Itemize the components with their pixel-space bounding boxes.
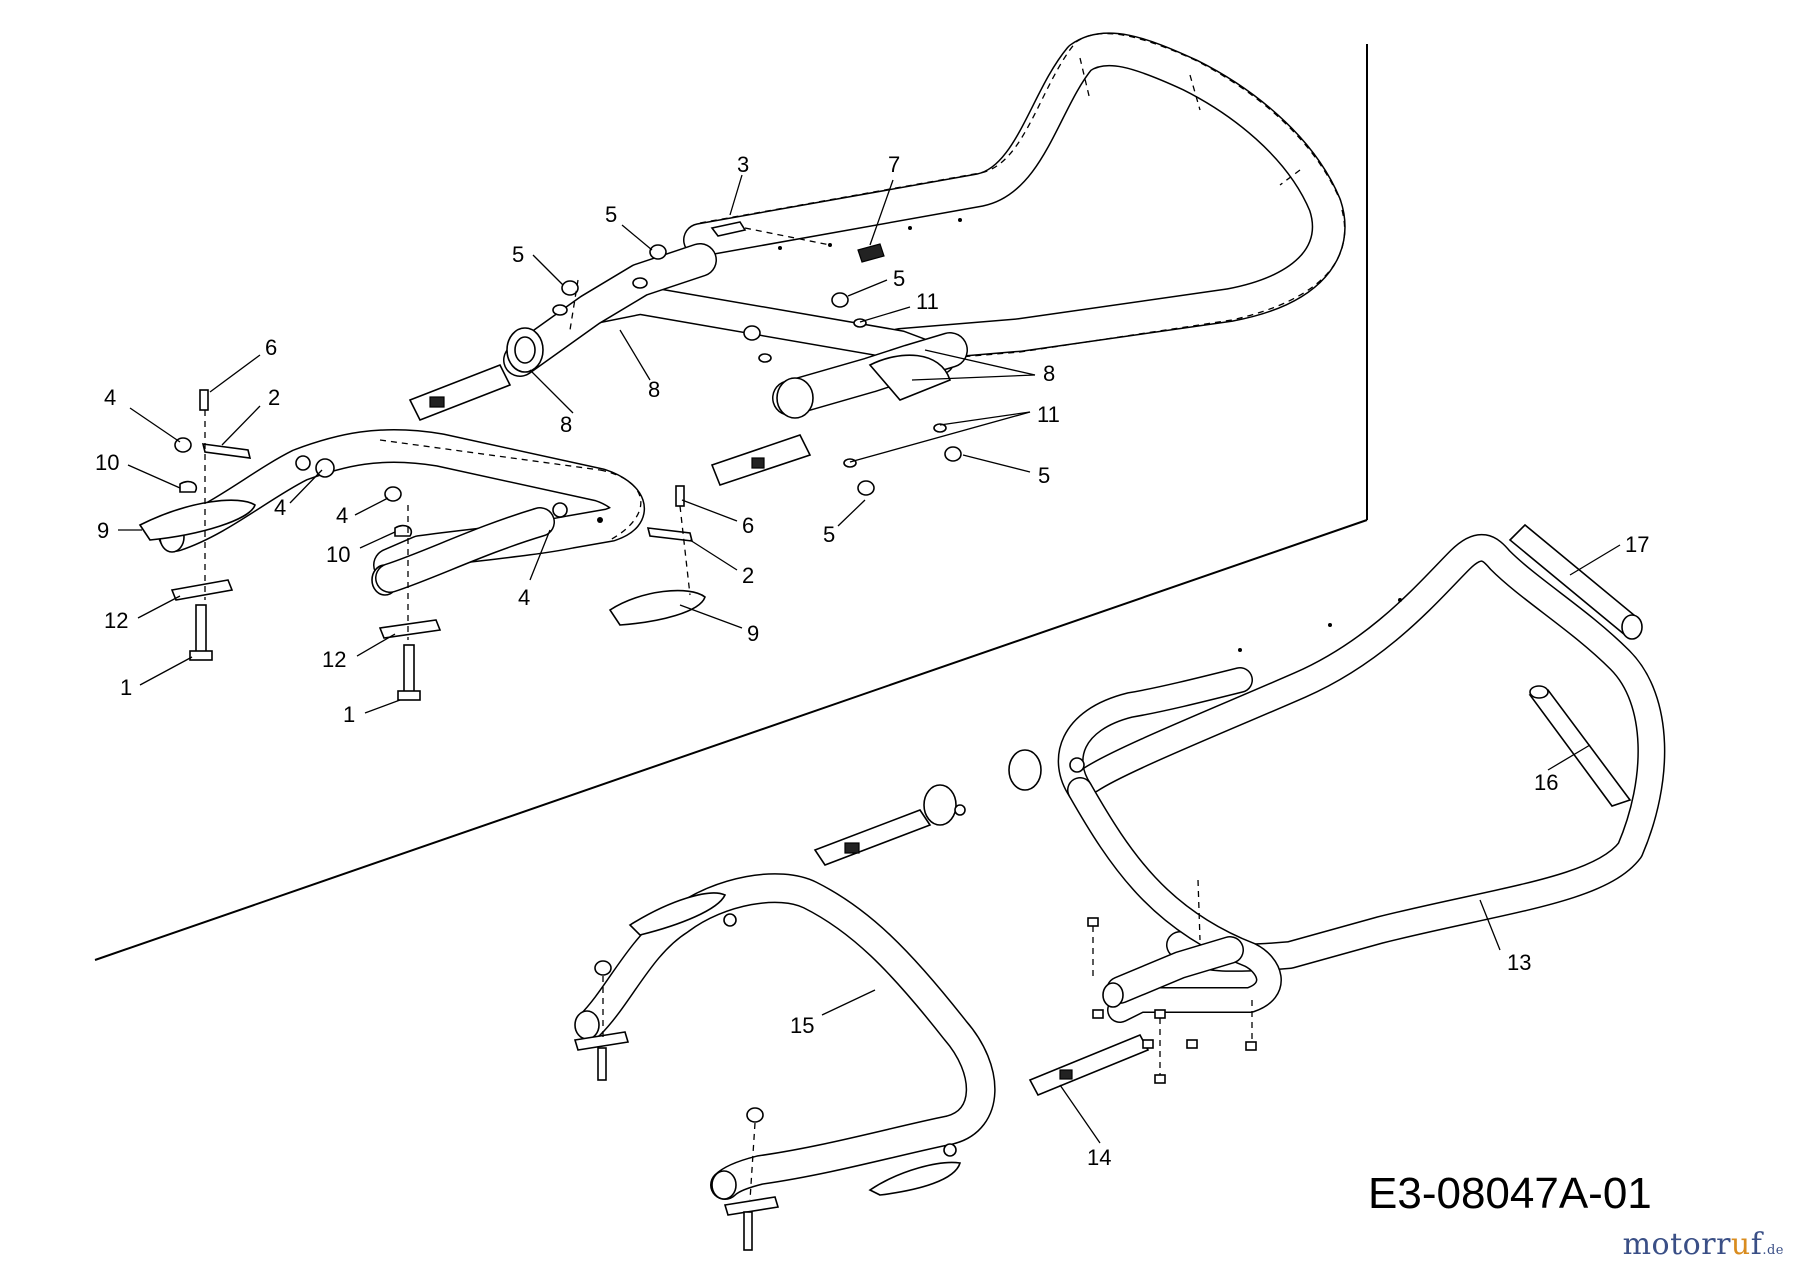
callout-16: 16: [1534, 770, 1558, 795]
callout-13: 13: [1507, 950, 1531, 975]
callout-17: 17: [1625, 532, 1649, 557]
callout-7: 7: [888, 152, 900, 177]
lower-handle-15: [573, 873, 996, 1251]
callout-4: 4: [274, 495, 286, 520]
watermark-text-u: u: [1730, 1227, 1751, 1262]
callout-5: 5: [605, 202, 617, 227]
callout-9: 9: [97, 518, 109, 543]
diagram-code: E3-08047A-01: [1368, 1169, 1652, 1218]
callout-6: 6: [265, 335, 277, 360]
callout-5: 5: [1038, 463, 1050, 488]
callout-labels: 1 1 2 2 3 4 4 4 4 5 5 5 5 5 6 6 7 8 8 8 …: [95, 152, 1652, 1218]
watermark-text-r: r: [1716, 1227, 1731, 1262]
callout-4: 4: [104, 385, 116, 410]
callout-10: 10: [326, 542, 350, 567]
callout-4: 4: [518, 585, 530, 610]
callout-15: 15: [790, 1013, 814, 1038]
callout-3: 3: [737, 152, 749, 177]
hardware-exploded: [138, 221, 962, 701]
callout-12: 12: [322, 647, 346, 672]
callout-1: 1: [343, 702, 355, 727]
watermark-text-de: .de: [1762, 1243, 1784, 1258]
callout-4: 4: [336, 503, 348, 528]
callout-6: 6: [742, 513, 754, 538]
upper-handle-13: [813, 534, 1666, 1097]
callout-8: 8: [648, 377, 660, 402]
watermark-logo: motorruf.de: [1623, 1227, 1784, 1262]
grips-16-17: [1508, 523, 1643, 807]
callout-5: 5: [823, 522, 835, 547]
callout-2: 2: [742, 563, 754, 588]
callout-12: 12: [104, 608, 128, 633]
lower-handle-exploded: [158, 429, 645, 596]
upper-handle-exploded: [408, 32, 1346, 486]
callout-11: 11: [1037, 402, 1060, 427]
callout-10: 10: [95, 450, 119, 475]
callout-8: 8: [1043, 361, 1055, 386]
callout-1: 1: [120, 675, 132, 700]
callout-11: 11: [916, 289, 939, 314]
callout-8: 8: [560, 412, 572, 437]
callout-9: 9: [747, 621, 759, 646]
watermark-text-motor: motor: [1622, 1227, 1717, 1262]
callout-5: 5: [893, 266, 905, 291]
leader-lines: [118, 174, 1621, 1144]
watermark-text-f: f: [1750, 1227, 1763, 1262]
callout-5: 5: [512, 242, 524, 267]
callout-2: 2: [268, 385, 280, 410]
panel-border: [94, 44, 1368, 961]
callout-14: 14: [1087, 1145, 1111, 1170]
